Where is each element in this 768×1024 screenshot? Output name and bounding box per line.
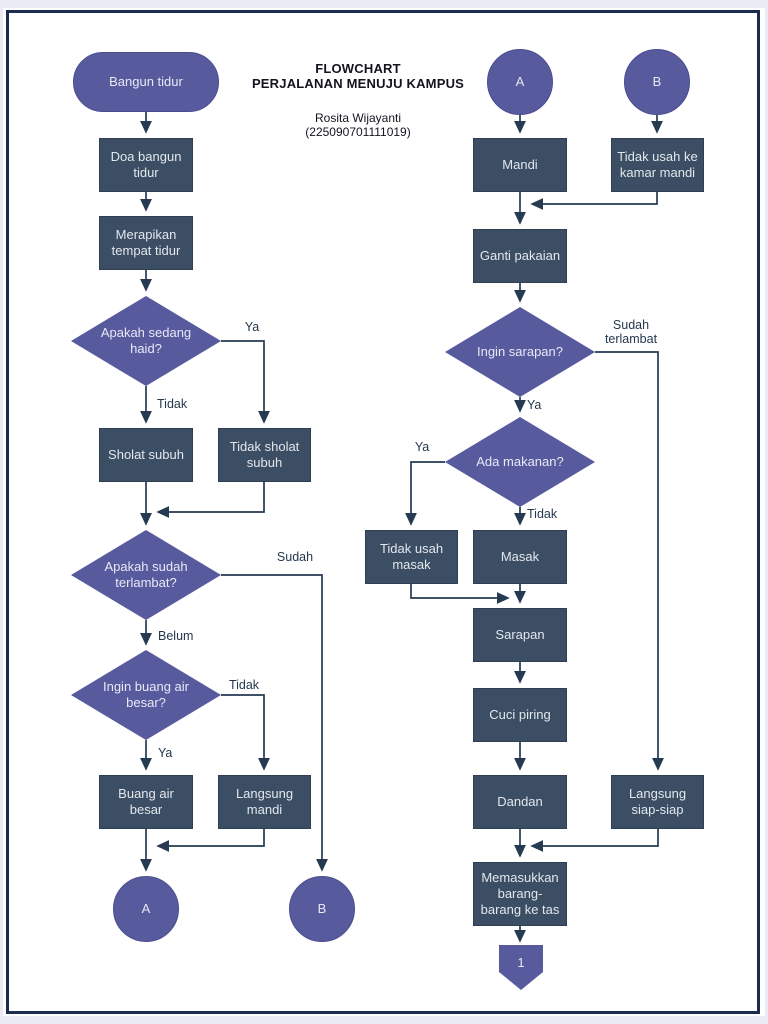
process-sarapan: Sarapan xyxy=(473,608,567,662)
node-label: Apakah sudah terlambat? xyxy=(104,559,188,590)
edge-label-terlambat-sudah: Sudah xyxy=(276,550,314,564)
node-label: Ganti pakaian xyxy=(479,248,561,263)
node-label: Cuci piring xyxy=(489,707,551,722)
process-langsung-siap-siap: Langsung siap-siap xyxy=(611,775,704,829)
node-label: Sholat subuh xyxy=(108,447,184,462)
process-mandi: Mandi xyxy=(473,138,567,192)
process-ganti-pakaian: Ganti pakaian xyxy=(473,229,567,283)
process-dandan: Dandan xyxy=(473,775,567,829)
connector-a-bottom: A xyxy=(113,876,179,942)
node-label: Buang air besar xyxy=(118,786,174,817)
page-title-line1: FLOWCHART xyxy=(315,61,401,76)
page-title-line2: PERJALANAN MENUJU KAMPUS xyxy=(251,76,465,91)
edge-sarapanq-sudahterlambat xyxy=(595,351,664,771)
process-sholat-subuh: Sholat subuh xyxy=(99,428,193,482)
edge-label-makanan-tidak: Tidak xyxy=(527,507,558,521)
title-block: FLOWCHART PERJALANAN MENUJU KAMPUS Rosit… xyxy=(248,61,468,139)
node-label: Memasukkan barang-barang ke tas xyxy=(480,870,560,917)
edge-label-haid-ya: Ya xyxy=(244,320,260,334)
node-label: Langsung mandi xyxy=(235,786,294,817)
edge-label-haid-tidak: Tidak xyxy=(157,397,188,411)
connector-a-top: A xyxy=(487,49,553,115)
node-label: Masak xyxy=(500,549,540,564)
node-label: Dandan xyxy=(497,794,543,809)
edge-terlambat-sudah-to-b xyxy=(221,574,328,872)
process-langsung-mandi: Langsung mandi xyxy=(218,775,311,829)
node-label: B xyxy=(652,74,662,89)
node-label: Tidak usah masak xyxy=(379,541,444,572)
process-buang-air-besar: Buang air besar xyxy=(99,775,193,829)
edge-tidakusah-merge xyxy=(530,192,658,210)
connector-b-top: B xyxy=(624,49,690,115)
node-label: A xyxy=(515,74,525,89)
edge-tidakmasak-merge xyxy=(410,584,510,604)
node-label: Ingin buang air besar? xyxy=(102,679,189,710)
author-name: Rosita Wijayanti xyxy=(314,111,402,125)
process-masak: Masak xyxy=(473,530,567,584)
node-label: B xyxy=(317,901,327,916)
edge-siapsiap-merge xyxy=(530,829,659,852)
edge-label-buangair-tidak: Tidak xyxy=(228,678,260,692)
process-tidak-usah-masak: Tidak usah masak xyxy=(365,530,458,584)
process-cuci-piring: Cuci piring xyxy=(473,688,567,742)
process-tidak-usah-ke-kamar-mandi: Tidak usah ke kamar mandi xyxy=(611,138,704,192)
connector-b-bottom: B xyxy=(289,876,355,942)
edge-tidaksholat-merge xyxy=(156,482,265,518)
node-label: Merapikan tempat tidur xyxy=(111,227,181,258)
node-label: Doa bangun tidur xyxy=(110,149,182,180)
author-id: (225090701111019) xyxy=(305,125,411,139)
process-memasukkan-barang: Memasukkan barang-barang ke tas xyxy=(473,862,567,926)
node-label: Mandi xyxy=(502,157,538,172)
edge-langsungmandi-merge xyxy=(156,829,265,852)
edge-label-terlambat-belum: Belum xyxy=(158,629,194,643)
terminator-bangun-tidur: Bangun tidur xyxy=(73,52,219,112)
edge-haid-ya xyxy=(221,340,270,424)
node-label: Ada makanan? xyxy=(476,454,564,469)
edge-adamakanan-ya xyxy=(405,461,445,526)
node-label: Langsung siap-siap xyxy=(628,786,687,817)
edge-buangair-tidak xyxy=(221,694,270,771)
node-label: 1 xyxy=(517,954,525,970)
process-tidak-sholat-subuh: Tidak sholat subuh xyxy=(218,428,311,482)
node-label: A xyxy=(141,901,151,916)
edge-label-buangair-ya: Ya xyxy=(158,746,173,760)
node-label: Sarapan xyxy=(495,627,545,642)
process-doa-bangun-tidur: Doa bangun tidur xyxy=(99,138,193,192)
process-merapikan-tempat-tidur: Merapikan tempat tidur xyxy=(99,216,193,270)
node-label: Apakah sedang haid? xyxy=(100,325,192,356)
edge-label-sudah-terlambat: Sudah terlambat xyxy=(604,318,658,346)
edge-label-sarapan-ya: Ya xyxy=(527,398,542,412)
node-label: Tidak sholat subuh xyxy=(229,439,300,470)
node-label: Tidak usah ke kamar mandi xyxy=(617,149,698,180)
edge-label-makanan-ya: Ya xyxy=(414,440,430,454)
node-label: Ingin sarapan? xyxy=(476,344,563,359)
node-label: Bangun tidur xyxy=(109,74,183,89)
